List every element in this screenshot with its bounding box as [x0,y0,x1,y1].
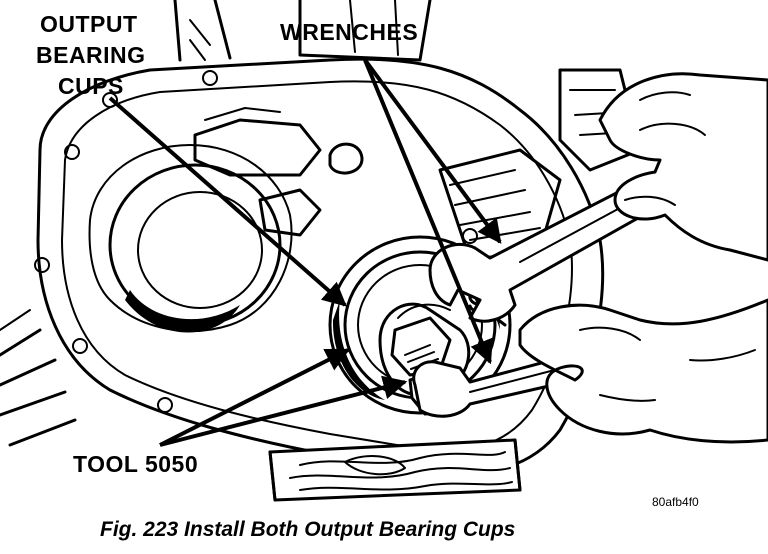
figure-caption: Fig. 223 Install Both Output Bearing Cup… [100,518,515,541]
callout-arrows [108,58,502,447]
label-output-bearing-cups-line2: BEARING [36,42,146,68]
wood-block [268,438,522,502]
label-wrenches: WRENCHES [280,19,418,45]
lower-hand [518,298,768,444]
upper-hand [598,72,768,262]
housing-bore [108,163,282,333]
label-tool-5050: TOOL 5050 [73,451,198,477]
label-output-bearing-cups-line3: CUPS [58,73,124,99]
image-code: 80afb4f0 [652,495,699,509]
label-output-bearing-cups-line1: OUTPUT [40,11,138,37]
